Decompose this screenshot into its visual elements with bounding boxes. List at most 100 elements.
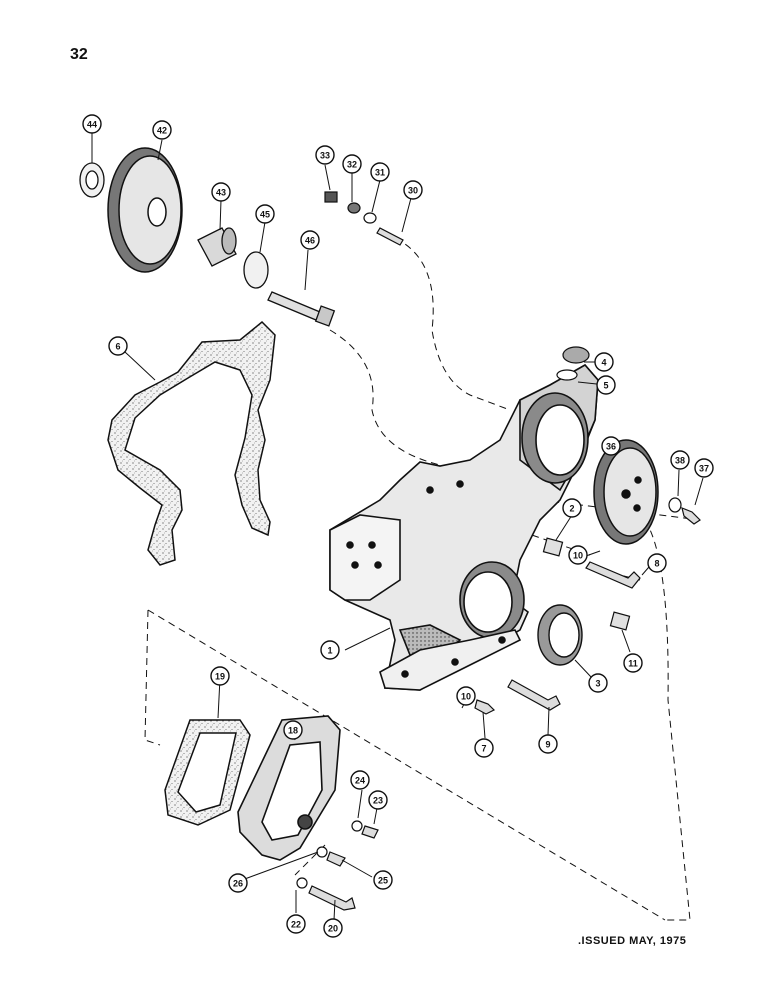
- callout-circle: [315, 145, 335, 165]
- callout-label: 25: [378, 876, 388, 886]
- callout-circle: [368, 790, 388, 810]
- callout-5: 5: [596, 375, 616, 395]
- stud-hardware: [324, 191, 404, 246]
- callout-2: 2: [562, 498, 582, 518]
- callout-label: 32: [347, 160, 357, 170]
- callout-label: 43: [216, 188, 226, 198]
- callout-1: 1: [320, 640, 340, 660]
- page-number: 32: [70, 46, 88, 63]
- callout-36: 36: [601, 436, 621, 456]
- callout-circle: [286, 914, 306, 934]
- callout-44: 44: [82, 114, 102, 134]
- cover-18: [237, 715, 341, 861]
- seal-3: [537, 604, 583, 666]
- callout-10: 10: [568, 545, 588, 565]
- gear-36: [593, 439, 659, 545]
- callout-label: 36: [606, 442, 616, 452]
- callout-26: 26: [228, 873, 248, 893]
- callout-layer: 1234567891010111819202223242526303132333…: [82, 114, 714, 938]
- callout-circle: [403, 180, 423, 200]
- callout-circle: [562, 498, 582, 518]
- callout-label: 38: [675, 456, 685, 466]
- callout-circle: [228, 873, 248, 893]
- callout-circle: [300, 230, 320, 250]
- callout-circle: [670, 450, 690, 470]
- callout-31: 31: [370, 162, 390, 182]
- callout-label: 23: [373, 796, 383, 806]
- callout-circle: [82, 114, 102, 134]
- callout-9: 9: [538, 734, 558, 754]
- callout-label: 7: [481, 744, 486, 754]
- callout-20: 20: [323, 918, 343, 938]
- washer-45: [243, 251, 269, 289]
- callout-42: 42: [152, 120, 172, 140]
- washer-44: [79, 162, 105, 198]
- plug-4: [556, 346, 590, 381]
- callout-label: 45: [260, 210, 270, 220]
- callout-circle: [538, 734, 558, 754]
- callout-label: 5: [603, 381, 608, 391]
- callout-11: 11: [623, 653, 643, 673]
- callout-33: 33: [315, 145, 335, 165]
- callout-label: 3: [595, 679, 600, 689]
- callout-circle: [211, 182, 231, 202]
- gear-42: [107, 147, 183, 273]
- callout-label: 18: [288, 726, 298, 736]
- callout-25: 25: [373, 870, 393, 890]
- callout-label: 24: [355, 776, 365, 786]
- callout-30: 30: [403, 180, 423, 200]
- callout-circle: [596, 375, 616, 395]
- bolt-46: [267, 291, 336, 327]
- callout-circle: [108, 336, 128, 356]
- callout-label: 31: [375, 168, 385, 178]
- callout-43: 43: [211, 182, 231, 202]
- callout-18: 18: [283, 720, 303, 740]
- callout-label: 19: [215, 672, 225, 682]
- callout-19: 19: [210, 666, 230, 686]
- callout-24: 24: [350, 770, 370, 790]
- callout-circle: [283, 720, 303, 740]
- callout-circle: [255, 204, 275, 224]
- callout-38: 38: [670, 450, 690, 470]
- callout-circle: [342, 154, 362, 174]
- callout-8: 8: [647, 553, 667, 573]
- callout-circle: [568, 545, 588, 565]
- gasket-6: [107, 320, 276, 566]
- callout-circle: [350, 770, 370, 790]
- callout-circle: [370, 162, 390, 182]
- bolt-37: [668, 497, 701, 525]
- callout-label: 20: [328, 924, 338, 934]
- callout-label: 4: [601, 358, 606, 368]
- bolt-7: [474, 699, 496, 715]
- callout-45: 45: [255, 204, 275, 224]
- callout-circle: [474, 738, 494, 758]
- callout-circle: [210, 666, 230, 686]
- callout-label: 30: [408, 186, 418, 196]
- callout-4: 4: [594, 352, 614, 372]
- callout-label: 2: [569, 504, 574, 514]
- bolt-8: [585, 561, 641, 589]
- callout-label: 8: [654, 559, 659, 569]
- callout-circle: [647, 553, 667, 573]
- callout-23: 23: [368, 790, 388, 810]
- bolt-9: [507, 679, 561, 711]
- callout-label: 46: [305, 236, 315, 246]
- hub-43: [197, 227, 237, 267]
- callout-circle: [320, 640, 340, 660]
- callout-circle: [588, 673, 608, 693]
- callout-37: 37: [694, 458, 714, 478]
- callout-circle: [623, 653, 643, 673]
- callout-circle: [373, 870, 393, 890]
- callout-circle: [456, 686, 476, 706]
- callout-label: 33: [320, 151, 330, 161]
- callout-label: 1: [327, 646, 332, 656]
- callout-label: 9: [545, 740, 550, 750]
- callout-label: 6: [115, 342, 120, 352]
- callout-circle: [594, 352, 614, 372]
- callout-label: 44: [87, 120, 97, 130]
- callout-6: 6: [108, 336, 128, 356]
- front-housing-1: [329, 363, 599, 691]
- callout-label: 10: [461, 692, 471, 702]
- callout-label: 26: [233, 879, 243, 889]
